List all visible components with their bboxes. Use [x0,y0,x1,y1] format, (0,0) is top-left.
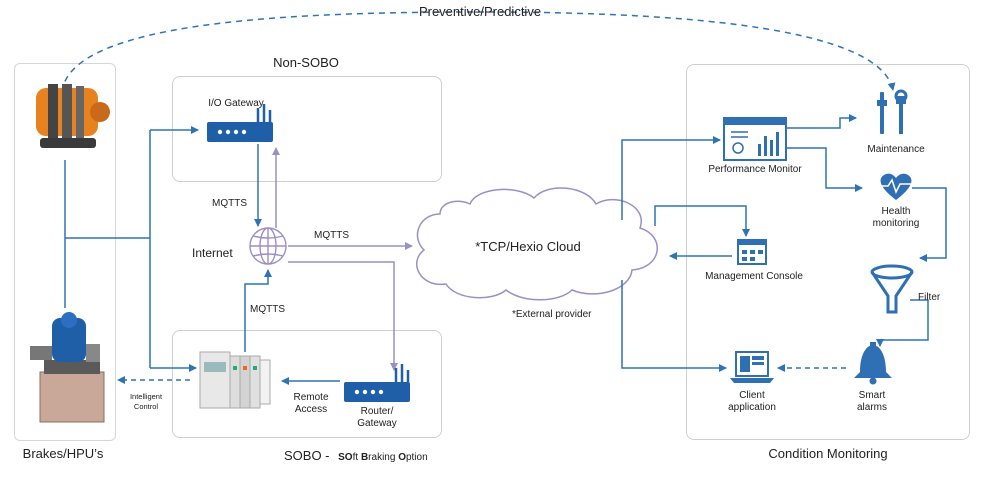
management-console-icon [737,239,767,265]
internet-label: Internet [192,246,233,260]
condition-monitoring-title: Condition Monitoring [768,446,888,461]
filter-label: Filter [918,292,941,303]
preventive-arc [61,11,896,93]
sobo-prefix: SOBO - [284,448,330,463]
cloud-label: *TCP/Hexio Cloud [475,239,581,254]
sobo-expansion: SOft Braking Option [338,452,428,463]
router-gateway-label: Router/Gateway [357,406,397,429]
mqtts-right-label: MQTTS [314,230,349,241]
internet-globe-icon [249,227,287,265]
brakes-panel [14,63,116,441]
client-application-laptop-icon [730,351,774,383]
filter-funnel-icon [870,264,914,314]
mqtts-bottom-label: MQTTS [250,304,285,315]
cloud-shape [416,187,658,301]
maintenance-tools-icon [877,89,908,134]
maintenance-label: Maintenance [867,144,925,155]
diagram-title-preventive: Preventive/Predictive [418,4,542,19]
sobo-controller-icon [199,351,271,409]
non-sobo-title: Non-SOBO [273,55,339,70]
health-monitoring-heart-icon [878,173,914,200]
management-console-label: Management Console [705,271,803,282]
brake-icon [36,84,110,148]
external-provider-label: *External provider [512,309,592,320]
performance-monitor-label: Performance Monitor [708,164,802,175]
sobo-title: SOBO - SOft Braking Option [284,448,428,463]
io-gateway-label: I/O Gateway [208,98,264,109]
smart-alarms-bell-icon [854,342,892,385]
hpu-icon [30,312,105,423]
brakes-hpu-title: Brakes/HPU’s [22,446,104,461]
io-gateway-icon [207,104,273,142]
performance-monitor-icon [723,117,787,161]
router-gateway-icon [344,364,410,402]
mqtts-top-label: MQTTS [212,198,247,209]
